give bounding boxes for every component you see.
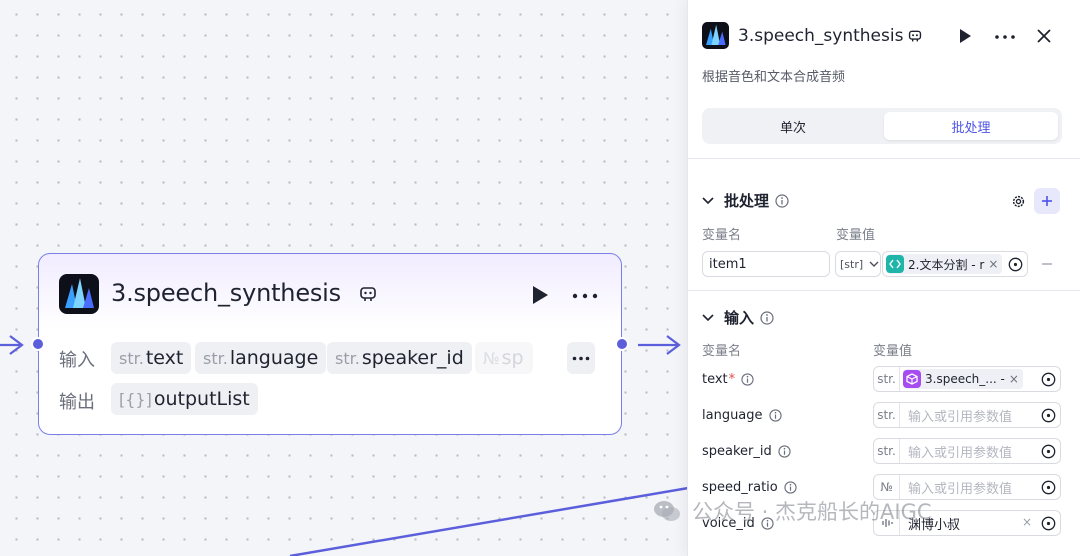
info-icon xyxy=(784,481,797,494)
code-icon xyxy=(886,255,904,273)
bot-icon xyxy=(360,287,376,301)
param-speed-ratio-value-field[interactable]: № 输入或引用参数值 xyxy=(873,474,1061,500)
watermark: 公众号 · 杰克船长的AIGC xyxy=(652,496,932,526)
node-input-chip: str.speaker_id xyxy=(327,342,472,374)
input-col-name: 变量名 xyxy=(702,344,742,359)
variable-picker-icon[interactable] xyxy=(1041,372,1056,387)
panel-title: 3.speech_synthesis xyxy=(738,26,904,46)
node-title: 3.speech_synthesis xyxy=(111,279,341,307)
info-icon xyxy=(778,445,791,458)
param-speaker-id-label: speaker_id xyxy=(702,444,791,459)
run-play-icon[interactable] xyxy=(957,28,973,44)
add-batch-item-button[interactable] xyxy=(1034,188,1060,214)
plus-icon xyxy=(1042,196,1052,206)
speech-synthesis-logo-icon xyxy=(702,22,729,49)
node-config-panel: 3.speech_synthesis 根据音色和文本合成音频 单次 批处理 批处… xyxy=(687,0,1080,556)
input-section-header[interactable]: 输入 xyxy=(702,307,774,328)
panel-more-icon[interactable] xyxy=(994,34,1016,40)
variable-picker-icon[interactable] xyxy=(1041,408,1056,423)
input-heading: 输入 xyxy=(724,309,755,327)
batch-heading: 批处理 xyxy=(724,192,770,210)
param-text-label: text* xyxy=(702,372,754,387)
param-voice-id-value-field[interactable]: 渊博小叔 × xyxy=(873,510,1061,536)
remove-item-icon[interactable] xyxy=(1042,263,1052,265)
divider xyxy=(688,290,1080,291)
ref-chip: 2.文本分割 - r × xyxy=(886,254,1003,274)
divider xyxy=(688,158,1080,159)
remove-ref-icon[interactable]: × xyxy=(988,257,999,271)
wechat-icon xyxy=(654,501,680,521)
batch-col-value: 变量值 xyxy=(836,228,876,243)
batch-settings-button[interactable] xyxy=(1005,188,1031,214)
speech-synthesis-logo-icon xyxy=(59,274,99,314)
bot-icon xyxy=(908,30,922,42)
node-output-port[interactable] xyxy=(615,337,629,351)
info-icon xyxy=(760,310,774,325)
run-node-play-icon[interactable] xyxy=(529,284,551,306)
variable-picker-icon[interactable] xyxy=(1041,444,1056,459)
node-output-label: 输出 xyxy=(59,392,95,413)
chevron-down-icon xyxy=(702,196,714,204)
batch-item-type-select[interactable]: [str] xyxy=(835,251,881,277)
tab-single[interactable]: 单次 xyxy=(779,120,806,136)
chevron-down-icon xyxy=(702,313,714,321)
node-input-chip: str.text xyxy=(111,342,192,374)
param-speaker-id-value-field[interactable]: str. 输入或引用参数值 xyxy=(873,438,1061,464)
ref-chip: 3.speech_... - × xyxy=(903,369,1023,389)
variable-picker-icon[interactable] xyxy=(1041,516,1056,531)
batch-col-name: 变量名 xyxy=(702,228,742,243)
run-mode-toggle: 单次 批处理 xyxy=(702,108,1062,144)
gear-icon xyxy=(1012,195,1024,207)
param-language-label: language xyxy=(702,408,782,423)
node-more-icon[interactable] xyxy=(571,292,599,300)
node-input-chip: str.language xyxy=(195,342,327,374)
variable-picker-icon[interactable] xyxy=(1041,480,1056,495)
node-more-inputs-button[interactable] xyxy=(567,342,595,374)
close-icon[interactable] xyxy=(1035,27,1053,45)
batch-item-value-field[interactable]: 2.文本分割 - r × xyxy=(882,251,1028,277)
param-language-value-field[interactable]: str. 输入或引用参数值 xyxy=(873,402,1061,428)
speech-synthesis-node[interactable]: 3.speech_synthesis 输入 str.text str.langu… xyxy=(31,253,629,435)
node-input-label: 输入 xyxy=(59,350,95,371)
param-text-value-field[interactable]: str. 3.speech_... - × xyxy=(873,366,1061,392)
clear-value-icon[interactable]: × xyxy=(1022,515,1033,529)
remove-ref-icon[interactable]: × xyxy=(1008,372,1019,386)
package-icon xyxy=(903,370,921,388)
info-icon xyxy=(775,193,789,208)
voice-icon xyxy=(874,511,900,535)
variable-picker-icon[interactable] xyxy=(1008,257,1023,272)
chevron-down-icon xyxy=(869,261,879,267)
ellipsis-icon xyxy=(572,356,590,360)
tab-batch[interactable]: 批处理 xyxy=(884,112,1058,140)
batch-item-name-input[interactable]: item1 xyxy=(702,251,830,277)
panel-description: 根据音色和文本合成音频 xyxy=(702,70,846,85)
info-icon xyxy=(768,409,782,422)
node-output-chip: [{}]outputList xyxy=(111,383,258,415)
batch-section-header[interactable]: 批处理 xyxy=(702,190,789,211)
node-input-port[interactable] xyxy=(31,337,45,351)
info-icon xyxy=(741,373,754,386)
param-voice-id-label: voice_id xyxy=(702,516,774,531)
input-col-value: 变量值 xyxy=(873,344,913,359)
info-icon xyxy=(761,517,774,530)
param-speed-ratio-label: speed_ratio xyxy=(702,480,797,495)
